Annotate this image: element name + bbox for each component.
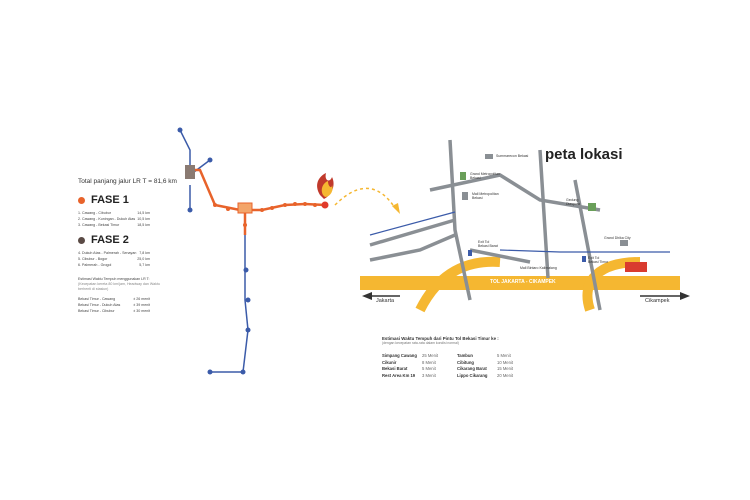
lrt-estimasi-title: Estimasi Waktu Tempuh menggunakan LR T: <box>78 277 150 281</box>
label-grand-metropolitan: Grand Metropolitan Bekasi <box>470 172 500 180</box>
lrt-stations <box>213 202 317 227</box>
rail-line <box>499 249 670 253</box>
lrt-line-north <box>179 129 191 165</box>
map-title: peta lokasi <box>545 146 623 163</box>
lrt-estimasi-subtitle: (Kecepatan kereta 80 km/jam, Headway dan… <box>78 282 160 291</box>
label-mall-kalimalang: Mall Bintaro Kalimalang <box>520 266 557 270</box>
lrt-stations-blue <box>177 127 251 375</box>
arrow-head-icon <box>392 203 400 214</box>
label-exit-bekasi-timur: Exit Tol Bekasi Timur <box>588 256 609 264</box>
lrt-line-south <box>242 235 249 373</box>
toll-road-label: TOL JAKARTA - CIKAMPEK <box>490 279 556 285</box>
road-network <box>369 139 602 311</box>
lrt-estimasi-row: Bekasi Timur - Cibubur± 30 menit <box>78 309 150 313</box>
toll-curve-left <box>415 256 501 313</box>
dashed-arrow <box>334 187 396 209</box>
flame-logo-icon <box>317 173 334 199</box>
arrow-left-icon <box>362 292 372 300</box>
lrt-estimasi-row: Bekasi Timur - Cawang± 26 menit <box>78 297 150 301</box>
lrt-estimasi-row: Bekasi Timur - Dukuh Atas± 39 menit <box>78 303 150 307</box>
label-exit-bekasi-barat: Exit Tol Bekasi Barat <box>478 240 498 248</box>
estimasi-tol-block: Estimasi Waktu Tempuh dari Pintu Tol Bek… <box>382 336 577 379</box>
label-summarecon: Summarecon Bekasi <box>496 154 529 158</box>
estimasi-tol-title: Estimasi Waktu Tempuh dari Pintu Tol Bek… <box>382 336 499 341</box>
lrt-total-length: Total panjang jalur LR T = 81,6 km <box>78 178 177 185</box>
direction-jakarta: Jakarta <box>376 298 395 304</box>
fase2-title: FASE 2 <box>78 234 150 246</box>
fase1-dot-icon <box>78 196 85 204</box>
arrow-right-icon <box>680 292 690 300</box>
lrt-estimasi-block: Estimasi Waktu Tempuh menggunakan LR T: … <box>78 277 168 314</box>
label-project: Grand Dhika City <box>604 236 631 240</box>
fase2-dot-icon <box>78 236 85 244</box>
lrt-terminal-bekasi-timur <box>321 201 329 209</box>
lrt-hub-cawang <box>237 202 253 214</box>
estimasi-tol-subtitle: (dengan kecepatan rata-rata dalam kondis… <box>382 341 459 345</box>
label-mall-metropolitan: Mall Metropolitan Bekasi <box>472 192 499 200</box>
fase1-title: FASE 1 <box>78 194 150 206</box>
place-markers <box>460 154 647 272</box>
canal-line <box>369 211 456 236</box>
lrt-hub-dukuh-atas <box>185 165 195 179</box>
fase2-block: FASE 2 4. Dukuh Atas - Palmerah - Senaya… <box>78 234 150 268</box>
direction-cikampek: Cikampek <box>645 298 670 304</box>
label-gedung-diaspora: Gedung Diaspora <box>566 198 581 206</box>
